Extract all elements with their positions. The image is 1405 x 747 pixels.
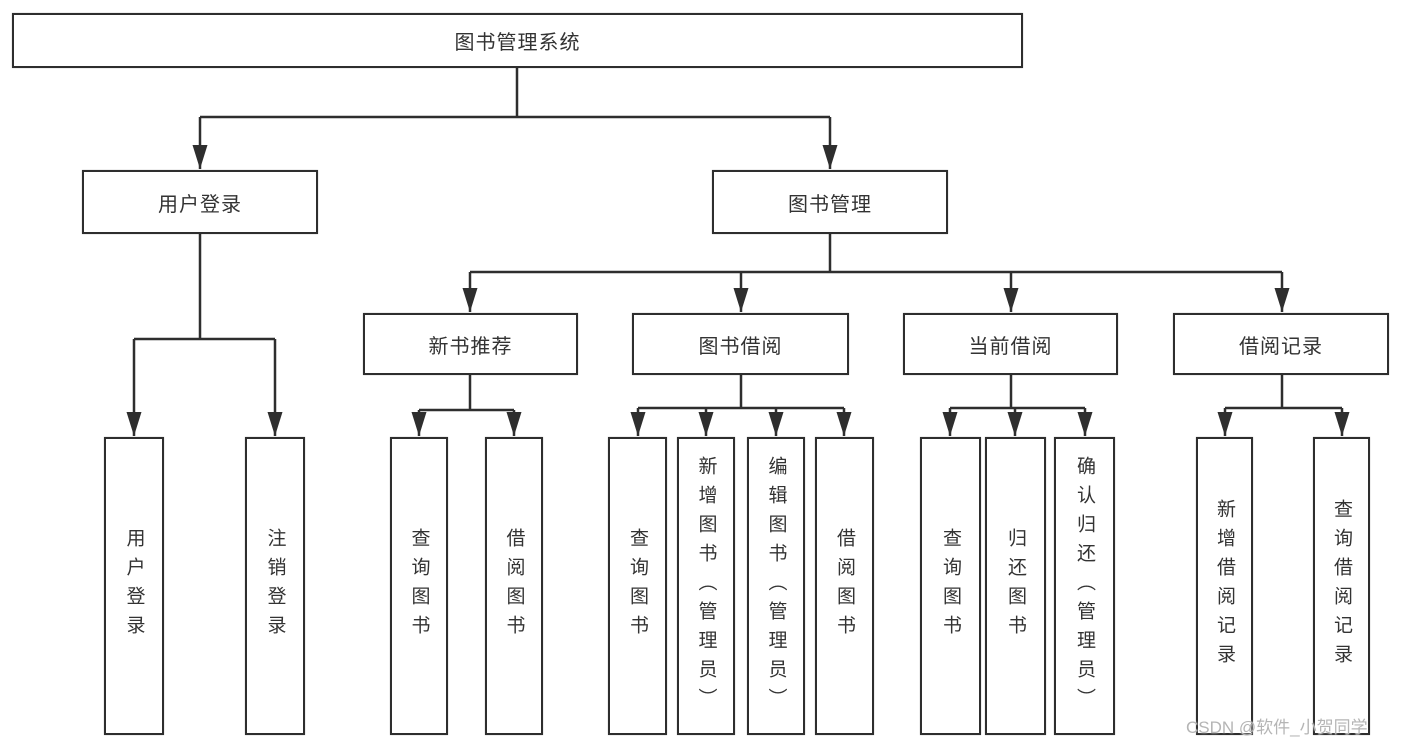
- leaf-query-books-borrow-label: 查询图书: [627, 528, 648, 644]
- leaf-query-books-recommend-label: 查询图书: [408, 528, 430, 644]
- node-library-management-system: 图书管理系统: [12, 13, 1023, 68]
- node-book-management: 图书管理: [712, 170, 948, 234]
- leaf-return-books: 归还图书: [985, 437, 1046, 735]
- node-current-borrowing: 当前借阅: [903, 313, 1118, 375]
- watermark: CSDN @软件_小贺同学: [1186, 718, 1368, 737]
- leaf-user-login: 用户登录: [104, 437, 164, 735]
- leaf-edit-books-admin: 编辑图书（管理员）: [747, 437, 805, 735]
- node-user-login: 用户登录: [82, 170, 318, 234]
- leaf-query-borrow-record: 查询借阅记录: [1313, 437, 1370, 735]
- leaf-confirm-return-admin-label: 确认归还（管理员）: [1074, 455, 1095, 717]
- leaf-add-books-admin: 新增图书（管理员）: [677, 437, 735, 735]
- leaf-confirm-return-admin: 确认归还（管理员）: [1054, 437, 1115, 735]
- leaf-query-books-recommend: 查询图书: [390, 437, 448, 735]
- leaf-logout-label: 注销登录: [264, 528, 286, 644]
- leaf-add-borrow-record-label: 新增借阅记录: [1214, 499, 1235, 673]
- leaf-return-books-label: 归还图书: [1005, 528, 1026, 644]
- leaf-query-books-current-label: 查询图书: [940, 528, 961, 644]
- leaf-borrow-books: 借阅图书: [815, 437, 874, 735]
- leaf-borrow-books-label: 借阅图书: [834, 528, 855, 644]
- leaf-add-books-admin-label: 新增图书（管理员）: [695, 455, 717, 717]
- node-book-borrowing: 图书借阅: [632, 313, 849, 375]
- leaf-add-borrow-record: 新增借阅记录: [1196, 437, 1253, 735]
- leaf-query-borrow-record-label: 查询借阅记录: [1331, 499, 1352, 673]
- leaf-borrow-books-recommend-label: 借阅图书: [503, 528, 525, 644]
- leaf-query-books-current: 查询图书: [920, 437, 981, 735]
- leaf-query-books-borrow: 查询图书: [608, 437, 667, 735]
- node-new-book-recommendation: 新书推荐: [363, 313, 578, 375]
- leaf-user-login-label: 用户登录: [123, 528, 145, 644]
- leaf-borrow-books-recommend: 借阅图书: [485, 437, 543, 735]
- leaf-edit-books-admin-label: 编辑图书（管理员）: [765, 455, 787, 717]
- node-borrowing-records: 借阅记录: [1173, 313, 1389, 375]
- leaf-logout: 注销登录: [245, 437, 305, 735]
